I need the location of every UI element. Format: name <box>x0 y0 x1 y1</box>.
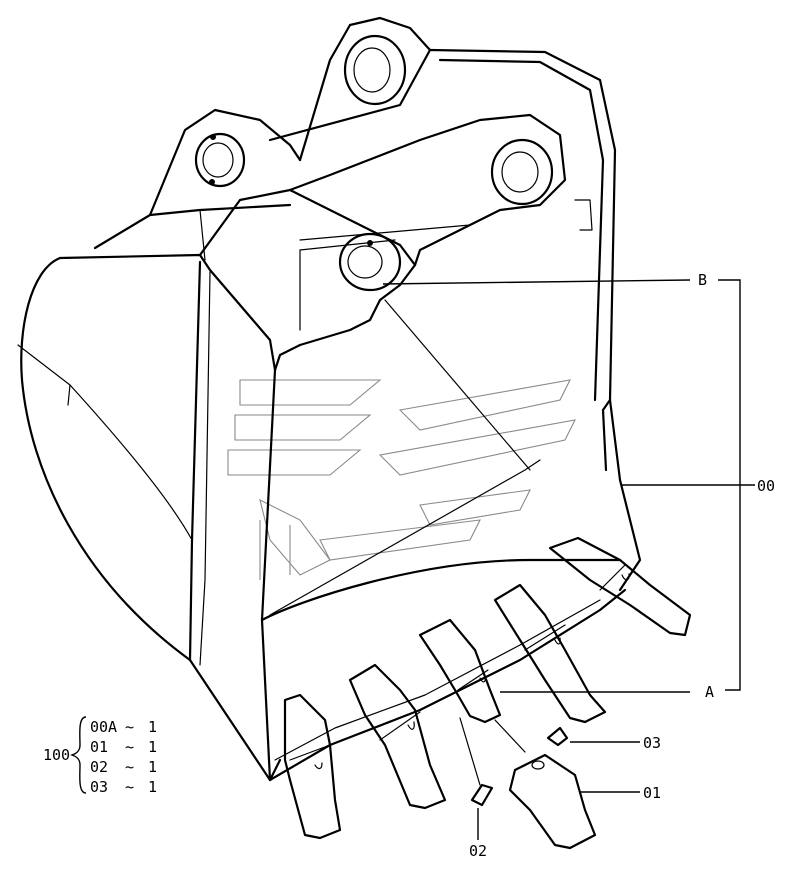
key-part-3: 02 <box>90 758 108 776</box>
tooth-4 <box>493 583 607 724</box>
tooth-1 <box>283 693 342 840</box>
tooth-3 <box>418 618 502 724</box>
retainer-03 <box>546 726 569 747</box>
key-qty-2: 1 <box>148 738 157 756</box>
callout-b: B <box>698 271 707 289</box>
key-part-1: 00A <box>90 718 117 736</box>
callout-03: 03 <box>643 734 661 752</box>
leader-lines <box>382 279 755 840</box>
key-sep-1: ~ <box>125 718 134 736</box>
mounting-brackets <box>148 16 567 347</box>
key-qty-3: 1 <box>148 758 157 776</box>
callout-02: 02 <box>469 842 487 860</box>
key-sep-3: ~ <box>125 758 134 776</box>
bucket-body <box>17 48 642 782</box>
key-sep-4: ~ <box>125 778 134 796</box>
key-qty-4: 1 <box>148 778 157 796</box>
callout-01: 01 <box>643 784 661 802</box>
callout-00: 00 <box>757 477 775 495</box>
assembly-number: 100 <box>43 746 70 764</box>
watermark-logo <box>227 379 576 580</box>
callout-a: A <box>705 683 714 701</box>
key-qty-1: 1 <box>148 718 157 736</box>
bucket-teeth <box>283 536 692 850</box>
tooth-2 <box>348 663 447 810</box>
key-part-2: 01 <box>90 738 108 756</box>
key-part-4: 03 <box>90 778 108 796</box>
tooth-5 <box>548 536 692 637</box>
lock-pin-02 <box>470 783 494 807</box>
assembly-key: 100 00A ~ 1 01 ~ 1 02 ~ 1 03 ~ 1 <box>43 716 157 796</box>
key-sep-2: ~ <box>125 738 134 756</box>
tooth-point-01 <box>508 753 597 850</box>
